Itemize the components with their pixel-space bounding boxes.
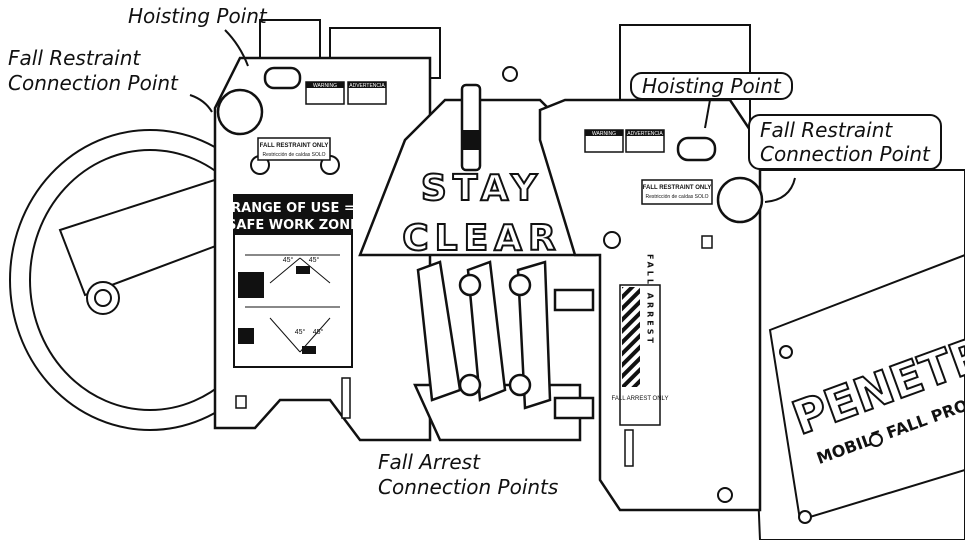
leader-restraint-left (189, 94, 213, 113)
right-restraint-only: FALL RESTRAINT ONLY (643, 185, 712, 191)
left-restraint-only: FALL RESTRAINT ONLY (260, 143, 329, 149)
leader-restraint-right (764, 177, 796, 203)
right-advertencia-text: ADVERTENCIA (627, 131, 663, 137)
left-mounting-plate: WARNING ADVERTENCIA FALL RESTRAINT ONLY … (213, 56, 432, 442)
fall-arrest-vertical-label: FALL ARREST (646, 254, 655, 346)
right-warning-text: WARNING (592, 131, 616, 137)
fall-arrest-bracket (413, 260, 595, 442)
callout-hoisting-point-right: Hoisting Point (630, 72, 793, 100)
callout-arrest-line2: Connection Points (378, 475, 559, 499)
callout-restraint-right-box: Fall Restraint Connection Point (748, 114, 942, 170)
callout-restraint-right-line2: Connection Point (760, 142, 930, 166)
left-advertencia-text: ADVERTENCIA (349, 83, 385, 89)
left-restraint-only-es: Restricción de caídas SOLO (262, 152, 325, 158)
svg-text:45°: 45° (283, 256, 294, 264)
fall-arrest-only: FALL ARREST ONLY (612, 396, 669, 402)
clear-text: CLEAR (402, 218, 562, 259)
stay-clear-shield: STAY CLEAR (358, 83, 597, 260)
callout-restraint-left-line1: Fall Restraint (8, 46, 141, 70)
latch-pin (460, 83, 482, 172)
svg-text:45°: 45° (313, 328, 324, 336)
left-warning-text: WARNING (313, 83, 337, 89)
callout-hoisting-point-left: Hoisting Point (128, 4, 267, 28)
hex-nut (502, 66, 518, 82)
svg-text:45°: 45° (295, 328, 306, 336)
brand-panel (768, 253, 965, 522)
callout-restraint-right-line1: Fall Restraint (760, 118, 893, 142)
safe-zone-title-2: SAFE WORK ZONE (227, 218, 359, 233)
callout-restraint-left-line2: Connection Point (8, 71, 178, 95)
qr-code (238, 328, 254, 344)
leader-lines (189, 29, 796, 203)
safe-zone-title-1: RANGE OF USE = (231, 201, 355, 216)
hoist-slot-right (676, 136, 717, 162)
leader-hoisting-right (704, 99, 711, 129)
restraint-hole-left (216, 88, 264, 136)
restraint-hole-right (716, 176, 764, 224)
right-mounting-plate: WARNING ADVERTENCIA FALL RESTRAINT ONLY … (538, 98, 764, 512)
stay-text: STAY (421, 168, 543, 209)
right-restraint-only-es: Restricción de caídas SOLO (645, 194, 708, 200)
hoist-slot-left (263, 66, 302, 90)
svg-text:45°: 45° (309, 256, 320, 264)
callout-arrest-line1: Fall Arrest (378, 450, 480, 474)
leader-hoisting-left (224, 29, 249, 67)
